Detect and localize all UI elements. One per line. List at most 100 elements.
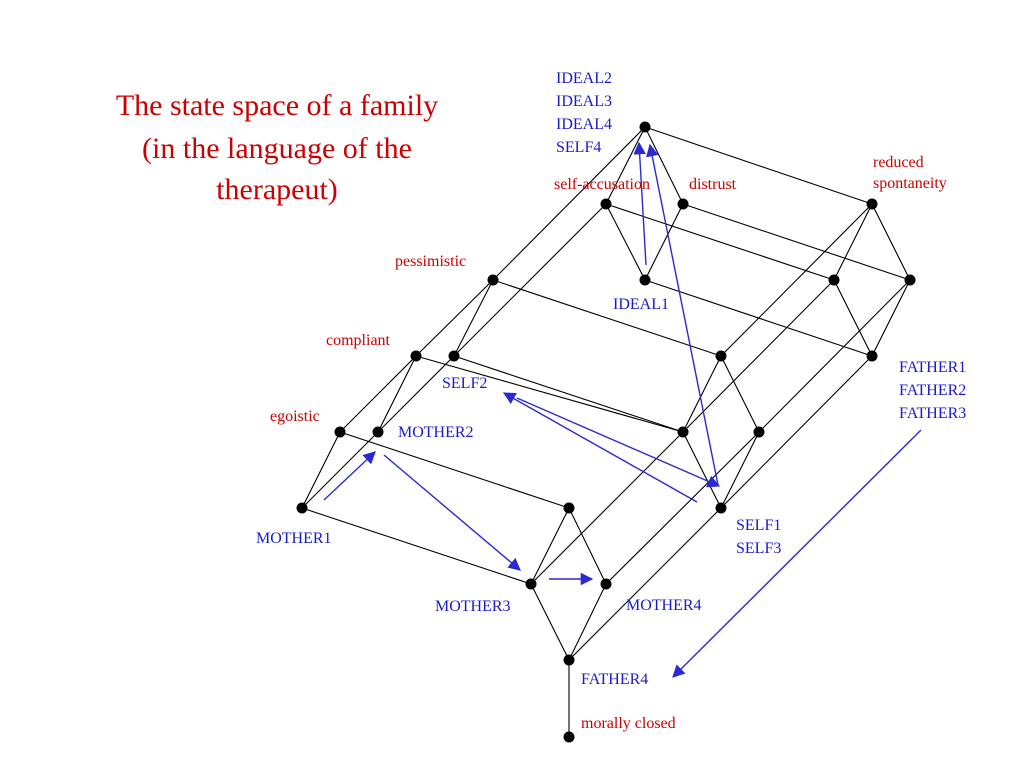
lattice-edge: [682, 279, 835, 433]
transition-arrows: [323, 141, 922, 678]
lattice-node: [487, 274, 499, 286]
lattice-edge: [453, 279, 494, 357]
label-father2: FATHER2: [899, 382, 966, 399]
label-self4: SELF4: [556, 139, 601, 156]
lattice-edge: [644, 203, 684, 281]
lattice-node: [600, 198, 612, 210]
label-mother3: MOTHER3: [435, 598, 511, 615]
lattice-edge: [644, 126, 873, 205]
lattice-node: [715, 350, 727, 362]
label-self1: SELF1: [736, 517, 781, 534]
label-self2: SELF2: [442, 375, 487, 392]
lattice-edge: [453, 203, 607, 357]
lattice-edge: [871, 279, 911, 357]
transition-arrow: [633, 141, 647, 266]
transition-arrow: [383, 454, 521, 571]
lattice-node: [639, 121, 651, 133]
lattice-node: [563, 654, 575, 666]
lattice-edge: [301, 507, 532, 585]
label-reduced: reduced: [873, 154, 924, 171]
lattice-node: [677, 198, 689, 210]
lattice-node: [828, 274, 840, 286]
lattice-node: [600, 578, 612, 590]
lattice-edge: [605, 126, 646, 205]
label-pessimistic: pessimistic: [395, 253, 466, 270]
lattice-edge: [644, 126, 684, 205]
transition-arrow: [672, 429, 922, 678]
label-ideal2: IDEAL2: [556, 70, 612, 87]
lattice-node: [715, 502, 727, 514]
lattice-edge: [530, 431, 684, 585]
label-distrust: distrust: [689, 176, 737, 193]
lattice-edge: [568, 583, 607, 661]
label-self-accusation: self-accusation: [554, 176, 650, 193]
lattice-node: [410, 350, 422, 362]
label-ideal1: IDEAL1: [613, 296, 669, 313]
label-spontaneity: spontaneity: [873, 175, 947, 192]
label-egoistic: egoistic: [270, 408, 320, 425]
lattice-edge: [453, 355, 684, 433]
lattice-edge: [339, 431, 570, 509]
lattice-edge: [758, 279, 911, 433]
lattice-edge: [530, 583, 570, 661]
lattice-edges: [301, 126, 911, 737]
lattice-node: [296, 502, 308, 514]
lattice-node: [753, 426, 765, 438]
lattice-node: [677, 426, 689, 438]
label-mother4: MOTHER4: [626, 597, 702, 614]
lattice-edge: [605, 431, 760, 585]
label-ideal3: IDEAL3: [556, 93, 612, 110]
label-self3: SELF3: [736, 540, 781, 557]
lattice-node: [904, 274, 916, 286]
title-line-3: therapeut): [216, 173, 338, 206]
title-line-2: (in the language of the: [142, 132, 412, 165]
lattice-node: [639, 274, 651, 286]
lattice-node: [525, 578, 537, 590]
lattice-edge: [301, 431, 379, 509]
lattice-node: [866, 350, 878, 362]
lattice-edge: [492, 279, 722, 357]
lattice-edge: [377, 355, 417, 433]
label-father1: FATHER1: [899, 359, 966, 376]
label-compliant: compliant: [326, 332, 391, 349]
lattice-edge: [605, 203, 646, 281]
lattice-nodes: [296, 121, 916, 743]
lattice-edge: [833, 203, 873, 281]
lattice-edge: [377, 355, 455, 433]
lattice-edge: [339, 355, 417, 433]
label-mother1: MOTHER1: [256, 530, 332, 547]
lattice-edge: [720, 355, 760, 433]
transition-arrow: [323, 451, 376, 501]
label-mother2: MOTHER2: [398, 424, 474, 441]
transition-arrow: [516, 397, 721, 488]
lattice-edge: [833, 279, 873, 357]
lattice-edge: [720, 355, 873, 509]
lattice-node: [563, 502, 575, 514]
label-father4: FATHER4: [581, 671, 648, 688]
lattice-edge: [530, 507, 570, 585]
label-morally-closed: morally closed: [581, 715, 676, 732]
lattice-edge: [682, 431, 722, 509]
lattice-edge: [871, 203, 911, 281]
lattice-edge: [568, 507, 722, 661]
transition-arrow: [646, 143, 719, 486]
lattice-node: [866, 198, 878, 210]
lattice-node: [372, 426, 384, 438]
lattice-node: [563, 731, 575, 743]
lattice-edge: [605, 203, 835, 281]
lattice-edge: [492, 126, 646, 281]
lattice-node: [448, 350, 460, 362]
transition-arrow: [502, 392, 698, 503]
label-ideal4: IDEAL4: [556, 116, 612, 133]
lattice-node: [334, 426, 346, 438]
lattice-edge: [301, 431, 341, 509]
title-line-1: The state space of a family: [116, 89, 438, 122]
lattice-edge: [415, 355, 684, 433]
lattice-edge: [415, 279, 494, 357]
node-labels: IDEAL2 IDEAL3 IDEAL4 SELF4 self-accusati…: [256, 70, 966, 732]
lattice-edge: [682, 355, 722, 433]
lattice-edge: [720, 431, 760, 509]
lattice-edge: [568, 507, 607, 585]
lattice-edge: [682, 203, 911, 281]
